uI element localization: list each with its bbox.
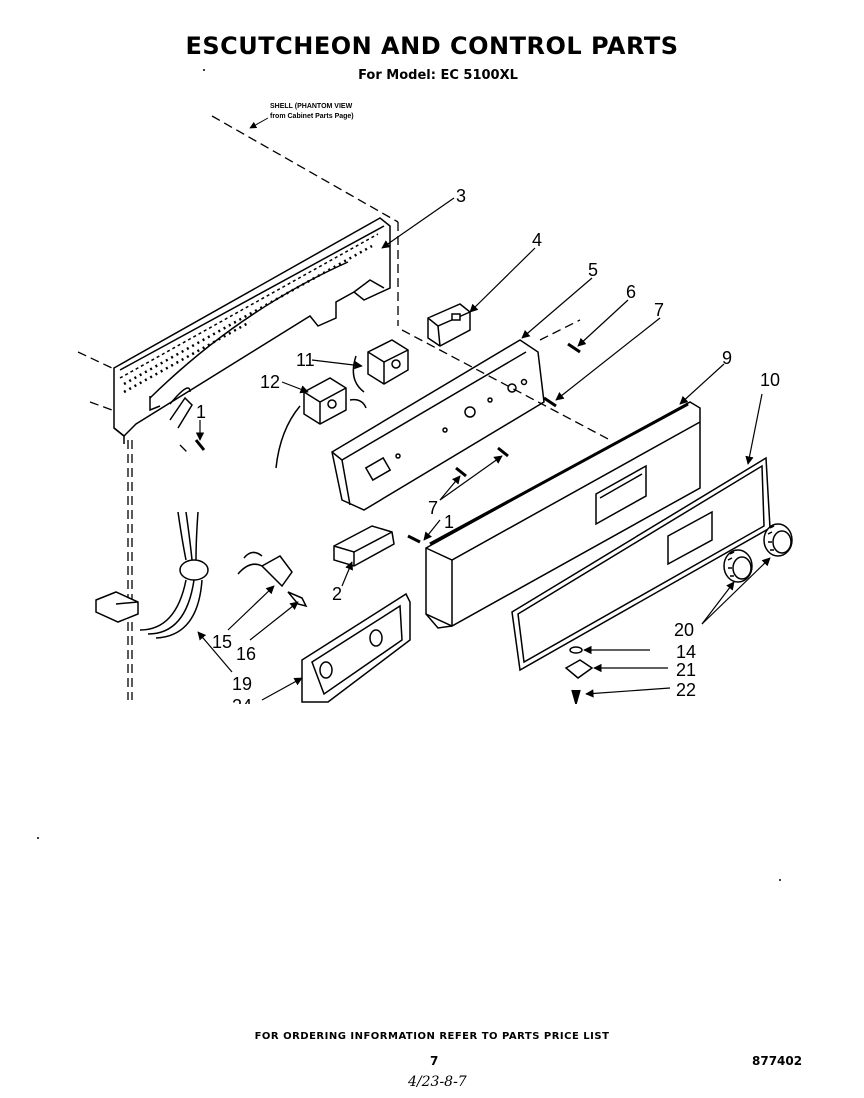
callout-7-lower: 7 bbox=[428, 498, 438, 518]
shell-note-line1: SHELL (PHANTOM VIEW bbox=[270, 103, 353, 110]
diagram-crop-mask bbox=[0, 704, 864, 1004]
callout-9: 9 bbox=[722, 348, 732, 368]
callout-leaders bbox=[195, 197, 771, 701]
page-number: 7 bbox=[430, 1054, 439, 1068]
lamp-clip-assembly bbox=[564, 646, 594, 707]
shell-note-leader bbox=[249, 117, 269, 129]
callout-5: 5 bbox=[588, 260, 598, 280]
ordering-note: FOR ORDERING INFORMATION REFER TO PARTS … bbox=[254, 1031, 610, 1042]
control-part-11 bbox=[352, 339, 409, 393]
shell-phantom-outline bbox=[77, 115, 611, 700]
escutcheon bbox=[425, 401, 701, 629]
page-title: ESCUTCHEON AND CONTROL PARTS bbox=[185, 32, 679, 60]
callout-1-upper: 1 bbox=[196, 402, 206, 422]
handwritten-note: 4/23-8-7 bbox=[408, 1074, 467, 1090]
callout-3: 3 bbox=[456, 186, 466, 206]
knob-left bbox=[723, 549, 753, 583]
callout-1-lower: 1 bbox=[444, 512, 454, 532]
control-bracket bbox=[331, 339, 545, 511]
wire-harness bbox=[95, 511, 209, 639]
rear-panel bbox=[113, 217, 391, 444]
lamp-socket bbox=[237, 551, 308, 608]
switch-part bbox=[427, 303, 471, 347]
callout-12: 12 bbox=[260, 372, 280, 392]
screws bbox=[194, 342, 581, 544]
callout-4: 4 bbox=[532, 230, 542, 250]
callout-11: 11 bbox=[296, 350, 315, 370]
knob-right bbox=[763, 523, 793, 557]
model-subtitle: For Model: EC 5100XL bbox=[358, 68, 518, 83]
callout-6: 6 bbox=[626, 282, 636, 302]
callout-15: 15 bbox=[212, 632, 232, 652]
document-number: 877402 bbox=[752, 1054, 803, 1068]
callout-21: 21 bbox=[676, 660, 696, 680]
callout-14: 14 bbox=[676, 642, 696, 662]
escutcheon-lower bbox=[301, 592, 411, 703]
shell-note-line2: from Cabinet Parts Page) bbox=[270, 113, 354, 120]
callout-19: 19 bbox=[232, 674, 252, 694]
callout-22: 22 bbox=[676, 680, 696, 700]
control-part-12 bbox=[275, 377, 367, 469]
callout-2: 2 bbox=[332, 584, 342, 604]
callout-20: 20 bbox=[674, 620, 694, 640]
callout-labels: 3 4 5 6 7 9 10 11 12 1 1 7 2 20 14 21 22… bbox=[196, 186, 780, 716]
latch-part bbox=[333, 525, 395, 567]
callout-10: 10 bbox=[760, 370, 780, 390]
scan-specks bbox=[37, 69, 781, 881]
callout-7-top: 7 bbox=[654, 300, 664, 320]
callout-16: 16 bbox=[236, 644, 256, 664]
